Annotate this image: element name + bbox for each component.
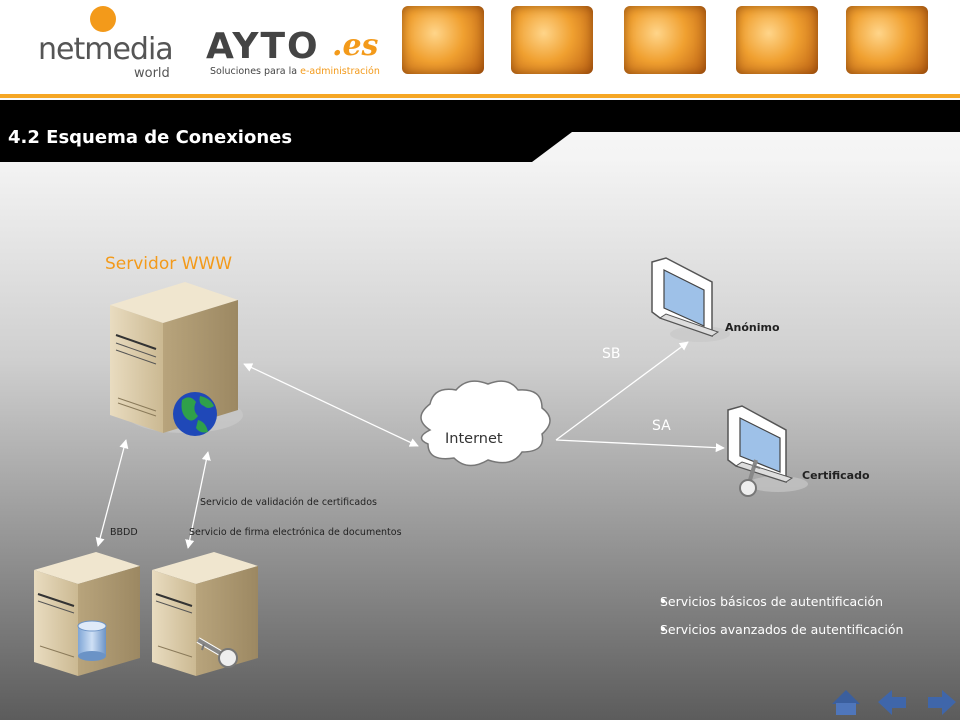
legend-bullet xyxy=(660,598,666,604)
internet-anonymous-link xyxy=(555,341,689,441)
internet-cloud-icon xyxy=(420,380,551,467)
anonymous-computer-icon xyxy=(651,257,730,342)
ayto-logo: AYTO .es Soluciones para la e-administra… xyxy=(206,26,396,80)
header-photo-disc xyxy=(624,6,706,74)
netmedia-logo-subtext: world xyxy=(134,66,170,81)
terminal-label-anonimo: Anónimo xyxy=(725,321,780,334)
server-services-link xyxy=(185,451,211,549)
ayto-logo-tagline: Soluciones para la e-administración xyxy=(210,66,380,77)
internet-certified-link xyxy=(555,439,725,453)
terminal-label-certificado: Certificado xyxy=(802,469,870,482)
next-slide-button[interactable] xyxy=(928,690,956,716)
certified-computer-icon xyxy=(727,405,808,492)
server-bbdd-link xyxy=(95,439,129,547)
certificate-key-icon xyxy=(739,459,761,497)
header-divider xyxy=(0,94,960,98)
ayto-logo-es: .es xyxy=(332,28,379,63)
ayto-tagline-highlight: e-administración xyxy=(300,66,380,77)
header-banner: netmedia world AYTO .es Soluciones para … xyxy=(0,0,960,96)
legend-item-basic: Servicios básicos de autentificación xyxy=(660,594,884,609)
header-photo-eye xyxy=(402,6,484,74)
link-label-sb: SB xyxy=(602,346,621,362)
signature-service-label: Servicio de firma electrónica de documen… xyxy=(189,527,402,538)
link-label-sa: SA xyxy=(652,418,671,434)
signature-server-icon xyxy=(152,552,258,676)
legend-bullet xyxy=(660,626,666,632)
header-photo-light xyxy=(846,6,928,74)
ayto-tagline-prefix: Soluciones para la xyxy=(210,66,301,77)
ayto-logo-text: AYTO xyxy=(206,26,320,67)
netmedia-logo: netmedia world xyxy=(38,6,178,81)
web-server-title: Servidor WWW xyxy=(105,254,233,274)
slide-title: 4.2 Esquema de Conexiones xyxy=(8,127,293,148)
arrow-right-icon xyxy=(928,690,956,715)
home-icon xyxy=(832,690,860,715)
home-button[interactable] xyxy=(830,690,858,716)
title-bar xyxy=(0,100,960,162)
internet-label: Internet xyxy=(445,431,503,447)
netmedia-globe-icon xyxy=(90,6,116,32)
header-photo-controls xyxy=(736,6,818,74)
validation-service-label: Servicio de validación de certificados xyxy=(200,497,377,508)
arrow-left-icon xyxy=(878,690,906,715)
server-internet-link xyxy=(243,363,419,447)
globe-icon xyxy=(173,392,217,436)
database-icon xyxy=(77,620,107,661)
previous-slide-button[interactable] xyxy=(878,690,906,716)
legend-item-advanced: Servicios avanzados de autentificación xyxy=(660,622,904,637)
header-photo-athlete xyxy=(511,6,593,74)
key-icon xyxy=(196,637,238,668)
bbdd-label: BBDD xyxy=(110,527,138,538)
netmedia-logo-text: netmedia xyxy=(38,32,174,67)
